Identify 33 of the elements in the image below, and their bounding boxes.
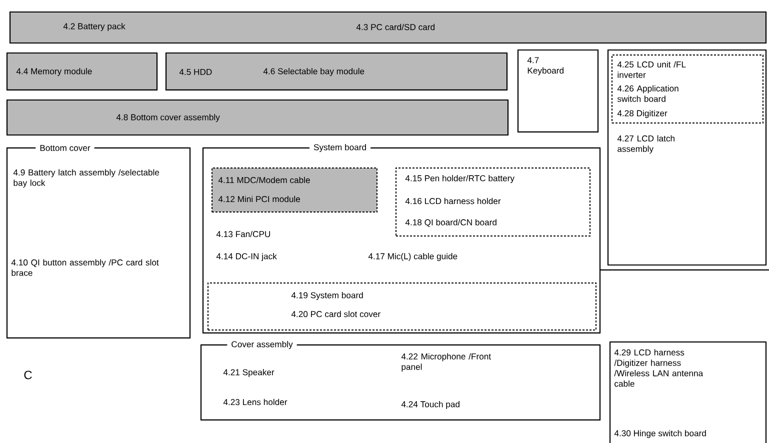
stray-letter: C <box>24 370 32 380</box>
part-label: 4.21 Speaker <box>223 368 274 377</box>
part-label: 4.16 LCD harness holder <box>405 198 501 204</box>
part-label: 4.8 Bottom cover assembly <box>116 114 220 122</box>
part-label: 4.27 LCD latch assembly <box>617 135 674 154</box>
part-label: 4.4 Memory module <box>16 68 92 76</box>
part-label: 4.24 Touch pad <box>401 400 460 409</box>
part-label: 4.15 Pen holder/RTC battery <box>405 174 514 183</box>
part-label: 4.6 Selectable bay module <box>263 68 364 76</box>
part-label: 4.18 QI board/CN board <box>405 219 496 227</box>
part-label: 4.2 Battery pack <box>63 22 126 31</box>
part-label: 4.23 Lens holder <box>223 398 288 406</box>
part-label: 4.22 Microphone /Front panel <box>401 353 491 372</box>
part-label: 4.9 Battery latch assembly /selectable bay lock <box>13 169 160 188</box>
part-label: 4.28 Digitizer <box>617 110 668 118</box>
part-label: 4.25 LCD unit /FL inverter <box>617 61 686 78</box>
part-label: 4.13 Fan/CPU <box>216 230 270 238</box>
part-label: 4.14 DC-IN jack <box>216 252 277 261</box>
frame-heading: Cover assembly <box>227 340 297 350</box>
part-label: 4.17 Mic(L) cable guide <box>368 252 458 261</box>
part-label: 4.10 QI button assembly /PC card slot brace <box>11 259 159 276</box>
part-label: 4.11 MDC/Modem cable <box>218 176 310 184</box>
part-label: 4.3 PC card/SD card <box>356 24 434 30</box>
part-label: 4.30 Hinge switch board <box>614 430 706 438</box>
part-label: 4.20 PC card slot cover <box>291 310 380 318</box>
part-label: 4.29 LCD harness /Digitizer harness /Wireless LAN antenna cable <box>614 349 704 387</box>
frame-heading: Bottom cover <box>36 144 94 152</box>
part-label: 4.19 System board <box>291 292 363 300</box>
part-label: 4.26 Application switch board <box>617 85 678 102</box>
part-label: 4.12 Mini PCI module <box>218 196 300 202</box>
part-label: 4.5 HDD <box>179 69 212 75</box>
part-label: 4.7 Keyboard <box>527 57 564 76</box>
frame-heading: System board <box>309 142 371 153</box>
